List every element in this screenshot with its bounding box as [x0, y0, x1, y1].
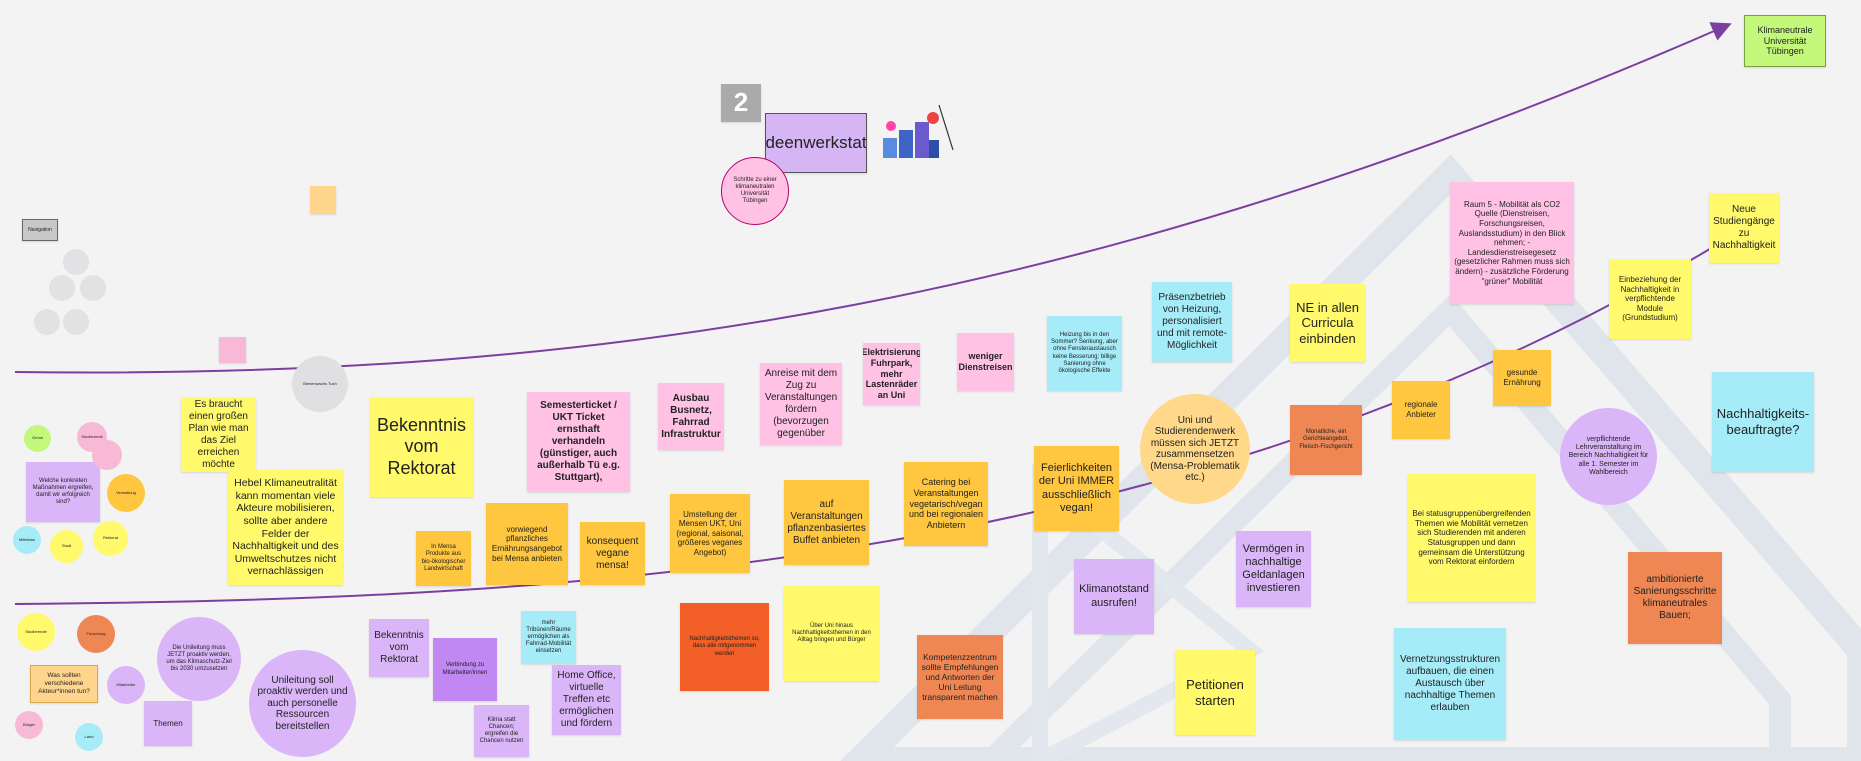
sticky-note[interactable]: Neue Studiengänge zu Nachhaltigkeit [1709, 193, 1779, 263]
actor-circle[interactable]: Bürger [15, 711, 43, 739]
sticky-note[interactable]: Verbindung zu Mitarbeiter/innen [433, 638, 497, 701]
grey-dot [49, 275, 75, 301]
section-number-badge: 2 [721, 84, 761, 122]
grey-dot [34, 309, 60, 335]
sticky-note[interactable]: auf Veranstaltungen pflanzenbasiertes Bu… [784, 480, 869, 565]
sticky-note[interactable]: In Mensa Produkte aus bio-ökologischer L… [416, 531, 471, 586]
sticky-note[interactable]: Catering bei Veranstaltungen vegetarisch… [904, 462, 988, 546]
sticky-note[interactable]: weniger Dienstreisen [957, 333, 1014, 391]
actor-circle[interactable] [92, 440, 122, 470]
sticky-note[interactable]: Elektrisierung Fuhrpark, mehr Lastenräde… [863, 343, 920, 405]
grey-circle-label[interactable]: Bienenwachs Tuch [292, 356, 348, 412]
sticky-circle[interactable]: Die Unileitung muss JETZT proaktiv werde… [157, 617, 241, 701]
workshop-illustration [883, 104, 954, 158]
lower-growth-curve [14, 235, 1732, 605]
title-circle[interactable]: Schritte zu einer klimaneutralen Univers… [721, 157, 789, 225]
sticky-note[interactable]: Heizung bis in den Sommer? Senkung, aber… [1047, 316, 1122, 391]
navigation-label[interactable]: Navigation [22, 219, 58, 241]
sticky-note[interactable]: Klima statt Chancen; ergreifen die Chanc… [474, 705, 529, 757]
sticky-circle[interactable]: verpflichtende Lehrveranstaltung im Bere… [1560, 408, 1657, 505]
sticky-note[interactable]: Über Uni hinaus Nachhaltigkeitsthemen in… [784, 586, 879, 681]
background-triangle-outer [840, 154, 1861, 761]
sticky-note[interactable]: Anreise mit dem Zug zu Veranstaltungen f… [760, 363, 842, 445]
actor-circle[interactable]: Forschung [77, 615, 115, 653]
actor-circle[interactable]: Land [75, 723, 103, 751]
sticky-note[interactable]: Ausbau Busnetz, Fahrrad Infrastruktur [658, 383, 724, 450]
board-title[interactable]: Ideenwerkstatt [765, 113, 867, 173]
actor-circle[interactable]: Mittelbau [13, 526, 41, 554]
sticky-note[interactable]: gesunde Ernährung [1493, 350, 1551, 406]
actor-circle[interactable]: Grüne [24, 425, 51, 452]
upper-growth-curve [14, 22, 1732, 374]
actor-circle[interactable]: Stadt [50, 530, 83, 563]
sticky-note[interactable]: Kompetenzzentrum sollte Empfehlungen und… [917, 635, 1003, 719]
sticky-note[interactable]: Monatliche, ein Gerichteangebot, Fleisch… [1290, 405, 1362, 475]
question-note[interactable]: Welche konkreten Maßnahmen ergreifen, da… [26, 462, 100, 522]
sticky-note[interactable]: NE in allen Curricula einbinden [1290, 284, 1365, 362]
sticky-note[interactable]: Umstellung der Mensen UKT, Uni (regional… [670, 494, 750, 573]
sticky-note[interactable]: vorwiegend pflanzliches Ernährungsangebo… [486, 503, 568, 585]
sticky-circle[interactable]: Uni und Studierendenwerk müssen sich JET… [1140, 394, 1250, 504]
sticky-note[interactable]: Bekenntnis vom Rektorat [369, 619, 429, 677]
sticky-note[interactable]: Präsenzbetrieb von Heizung, personalisie… [1152, 282, 1232, 362]
question-note[interactable]: Was sollten verschiedene Akteur*innen tu… [30, 665, 98, 703]
grey-dot [63, 309, 89, 335]
sticky-note[interactable]: Nachhaltigkeits-beauftragte? [1712, 372, 1814, 472]
sticky-note[interactable]: Klimanotstand ausrufen! [1074, 559, 1154, 634]
sticky-note[interactable]: mehr Tribünen/Räume ermöglichen als Fahr… [521, 611, 576, 664]
sticky-note[interactable]: Home Office, virtuelle Treffen etc ermög… [552, 665, 621, 735]
actor-circle[interactable]: Mitarbeiter [107, 666, 145, 704]
grey-dot [63, 249, 89, 275]
sticky-circle[interactable]: Unileitung soll proaktiv werden und auch… [249, 650, 356, 757]
sticky-note[interactable]: Hebel Klimaneutralität kann momentan vie… [228, 470, 343, 585]
sticky-note[interactable]: Vermögen in nachhaltige Geldanlagen inve… [1236, 531, 1311, 607]
goal-note[interactable]: Klimaneutrale Universität Tübingen [1744, 15, 1826, 67]
actor-circle[interactable]: Studierende [17, 613, 55, 651]
sticky-note[interactable]: Feierlichkeiten der Uni IMMER ausschließ… [1034, 446, 1119, 531]
sticky-note[interactable]: Es braucht einen großen Plan wie man das… [181, 397, 256, 472]
small-pink-square[interactable] [219, 337, 246, 363]
sticky-note[interactable]: Bei statusgruppenübergreifenden Themen w… [1408, 474, 1535, 602]
grey-dot [80, 275, 106, 301]
sticky-note[interactable]: regionale Anbieter [1392, 381, 1450, 439]
sticky-note[interactable]: Themen [144, 701, 192, 746]
actor-circle[interactable]: Verwaltung [107, 474, 145, 512]
sticky-note[interactable]: ambitionierte Sanierungsschritte klimane… [1628, 552, 1722, 644]
sticky-note[interactable]: Einbeziehung der Nachhaltigkeit in verpf… [1609, 259, 1691, 339]
sticky-note[interactable]: Vernetzungsstrukturen aufbauen, die eine… [1394, 628, 1506, 740]
sticky-note[interactable]: Raum 5 - Mobilität als CO2 Quelle (Diens… [1450, 182, 1574, 304]
sticky-note[interactable]: Petitionen starten [1175, 650, 1255, 735]
small-orange-square[interactable] [310, 186, 336, 214]
sticky-note[interactable]: Nachhaltigkeitsthemen so, dass alle mitg… [680, 603, 769, 691]
sticky-note[interactable]: Semesterticket / UKT Ticket ernsthaft ve… [527, 392, 630, 492]
actor-circle[interactable]: Rektorat [93, 521, 128, 556]
sticky-note[interactable]: Bekenntnis vom Rektorat [370, 397, 473, 497]
sticky-note[interactable]: konsequent vegane mensa! [580, 522, 645, 585]
